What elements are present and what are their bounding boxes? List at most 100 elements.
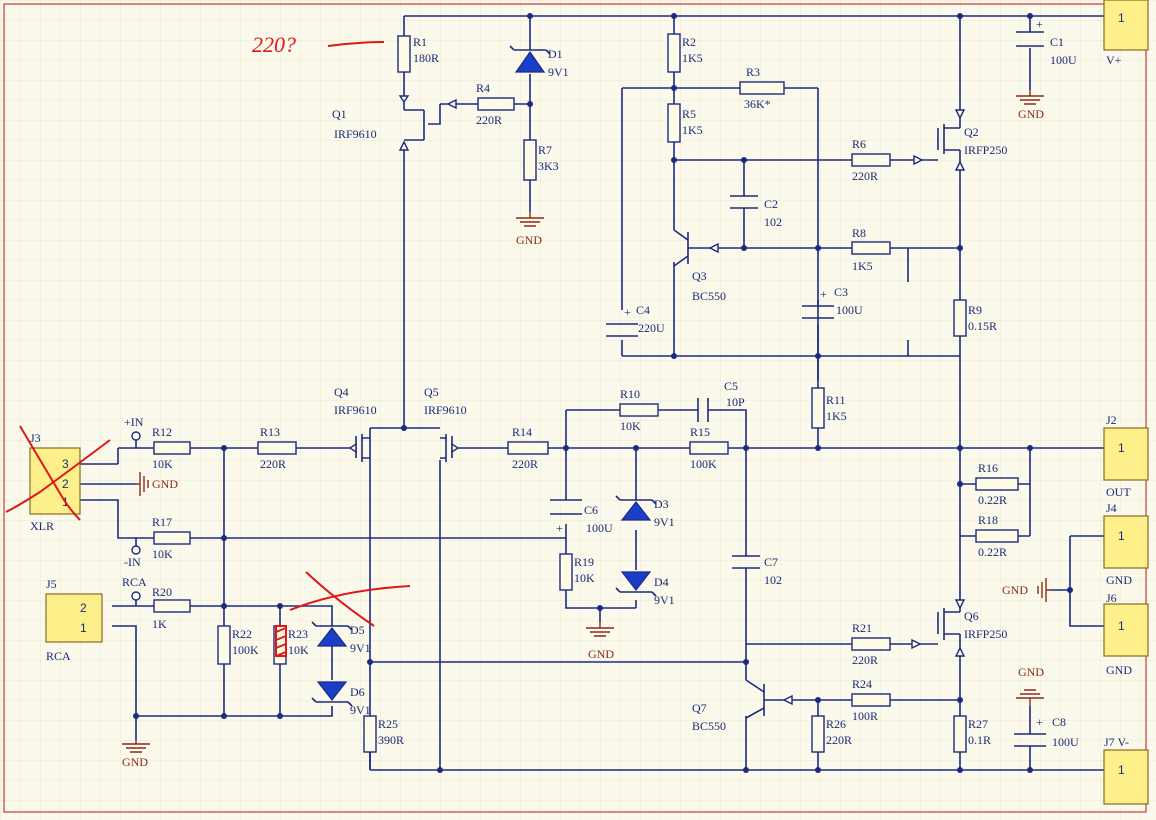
- connector-j1[interactable]: 1: [1103, 0, 1149, 51]
- q5-value: IRF9610: [424, 403, 467, 417]
- r21-value: 220R: [852, 653, 878, 667]
- gnd-label-rca: GND: [122, 755, 148, 769]
- c8-value: 100U: [1052, 735, 1079, 749]
- r22-value: 100K: [232, 643, 259, 657]
- ground-symbol-j4: [1037, 578, 1050, 602]
- resistor-r10[interactable]: [619, 403, 659, 417]
- j2-ref: J2: [1106, 413, 1117, 427]
- zener-d3[interactable]: [615, 495, 657, 521]
- resistor-r27[interactable]: [953, 715, 967, 753]
- r4-value: 220R: [476, 113, 502, 127]
- resistor-r21[interactable]: [851, 637, 891, 651]
- mosfet-q5[interactable]: [440, 434, 460, 462]
- resistor-r11[interactable]: [811, 387, 825, 429]
- resistor-r2[interactable]: [667, 33, 681, 73]
- mosfet-q2[interactable]: [913, 109, 966, 171]
- resistor-r17[interactable]: [153, 531, 191, 545]
- zener-d5[interactable]: [311, 621, 353, 680]
- j6-name: GND: [1106, 663, 1132, 677]
- resistor-r7[interactable]: [523, 139, 537, 181]
- resistor-r24[interactable]: [851, 693, 891, 707]
- resistor-r20[interactable]: [153, 599, 191, 613]
- r3-value: 36K*: [744, 97, 771, 111]
- port-rca-in[interactable]: [131, 591, 141, 606]
- svg-text:+: +: [556, 521, 563, 535]
- ground-symbol-d4: [586, 622, 614, 637]
- handwritten-cross-d5: [289, 571, 411, 627]
- j4-name: GND: [1106, 573, 1132, 587]
- capacitor-c4[interactable]: +: [606, 305, 638, 337]
- bjt-q7[interactable]: [745, 679, 793, 719]
- resistor-r5[interactable]: [667, 103, 681, 143]
- connector-j6[interactable]: 1: [1103, 603, 1149, 657]
- resistor-r15[interactable]: [689, 441, 729, 455]
- connector-j4[interactable]: 1: [1103, 515, 1149, 569]
- resistor-r26[interactable]: [811, 715, 825, 753]
- resistor-r1[interactable]: [397, 35, 411, 73]
- resistor-r14[interactable]: [507, 441, 549, 455]
- resistor-r3[interactable]: [739, 81, 785, 95]
- r13-ref: R13: [260, 425, 280, 439]
- resistor-r25[interactable]: [363, 715, 377, 753]
- capacitor-c1[interactable]: +: [1016, 17, 1044, 47]
- r10-value: 10K: [620, 419, 641, 433]
- connector-j7[interactable]: 1: [1103, 749, 1149, 805]
- capacitor-c7[interactable]: [732, 555, 760, 569]
- gnd-label-xlr: GND: [152, 477, 178, 491]
- d4-ref: D4: [654, 575, 669, 589]
- resistor-r8[interactable]: [851, 241, 891, 255]
- r13-value: 220R: [260, 457, 286, 471]
- mosfet-q4[interactable]: [348, 434, 370, 462]
- resistor-r9[interactable]: [953, 299, 967, 337]
- zener-d1[interactable]: [509, 45, 551, 73]
- r18-value: 0.22R: [978, 545, 1007, 559]
- d6-value: 9V1: [350, 703, 371, 717]
- r18-ref: R18: [978, 513, 998, 527]
- mosfet-q1[interactable]: [398, 95, 457, 151]
- capacitor-c6[interactable]: +: [550, 499, 582, 535]
- c3-value: 100U: [836, 303, 863, 317]
- r19-ref: R19: [574, 555, 594, 569]
- connector-j2[interactable]: 1: [1103, 427, 1149, 481]
- resistor-r19[interactable]: [559, 553, 573, 591]
- port-pos-in[interactable]: [131, 431, 141, 448]
- resistor-r12[interactable]: [153, 441, 191, 455]
- r24-ref: R24: [852, 677, 872, 691]
- port-neg-in[interactable]: [131, 538, 141, 555]
- c4-value: 220U: [638, 321, 665, 335]
- j6-ref: J6: [1106, 591, 1117, 605]
- connector-j5[interactable]: 2 1: [45, 593, 103, 643]
- bjt-q3[interactable]: [673, 229, 719, 267]
- ground-symbol-c8: [1016, 689, 1044, 706]
- resistor-r22[interactable]: [217, 625, 231, 665]
- c5-ref: C5: [724, 379, 738, 393]
- d3-ref: D3: [654, 497, 669, 511]
- zener-d4[interactable]: [615, 571, 657, 597]
- capacitor-c8[interactable]: +: [1014, 715, 1046, 747]
- r5-value: 1K5: [682, 123, 703, 137]
- resistor-r18[interactable]: [975, 529, 1019, 543]
- capacitor-c2[interactable]: [730, 195, 758, 209]
- c1-value: 100U: [1050, 53, 1077, 67]
- r14-value: 220R: [512, 457, 538, 471]
- connector-j3[interactable]: 3 2 1: [29, 447, 81, 515]
- resistor-r6[interactable]: [851, 153, 891, 167]
- resistor-r4[interactable]: [477, 97, 515, 111]
- q2-ref: Q2: [964, 125, 979, 139]
- r11-value: 1K5: [826, 409, 847, 423]
- c6-ref: C6: [584, 503, 598, 517]
- r8-ref: R8: [852, 226, 866, 240]
- capacitor-c5[interactable]: [697, 398, 709, 422]
- resistor-r16[interactable]: [975, 477, 1019, 491]
- zener-d6[interactable]: [311, 681, 353, 707]
- svg-text:3: 3: [62, 457, 69, 471]
- gnd-label-d4: GND: [588, 647, 614, 661]
- capacitor-c3[interactable]: +: [802, 287, 834, 319]
- mosfet-q6[interactable]: [911, 599, 966, 660]
- neg-in-label: -IN: [124, 555, 141, 569]
- resistor-r13[interactable]: [257, 441, 297, 455]
- svg-text:1: 1: [1118, 11, 1125, 25]
- c7-ref: C7: [764, 555, 778, 569]
- c5-value: 10P: [726, 395, 745, 409]
- handwritten-cross-xlr: [5, 425, 111, 521]
